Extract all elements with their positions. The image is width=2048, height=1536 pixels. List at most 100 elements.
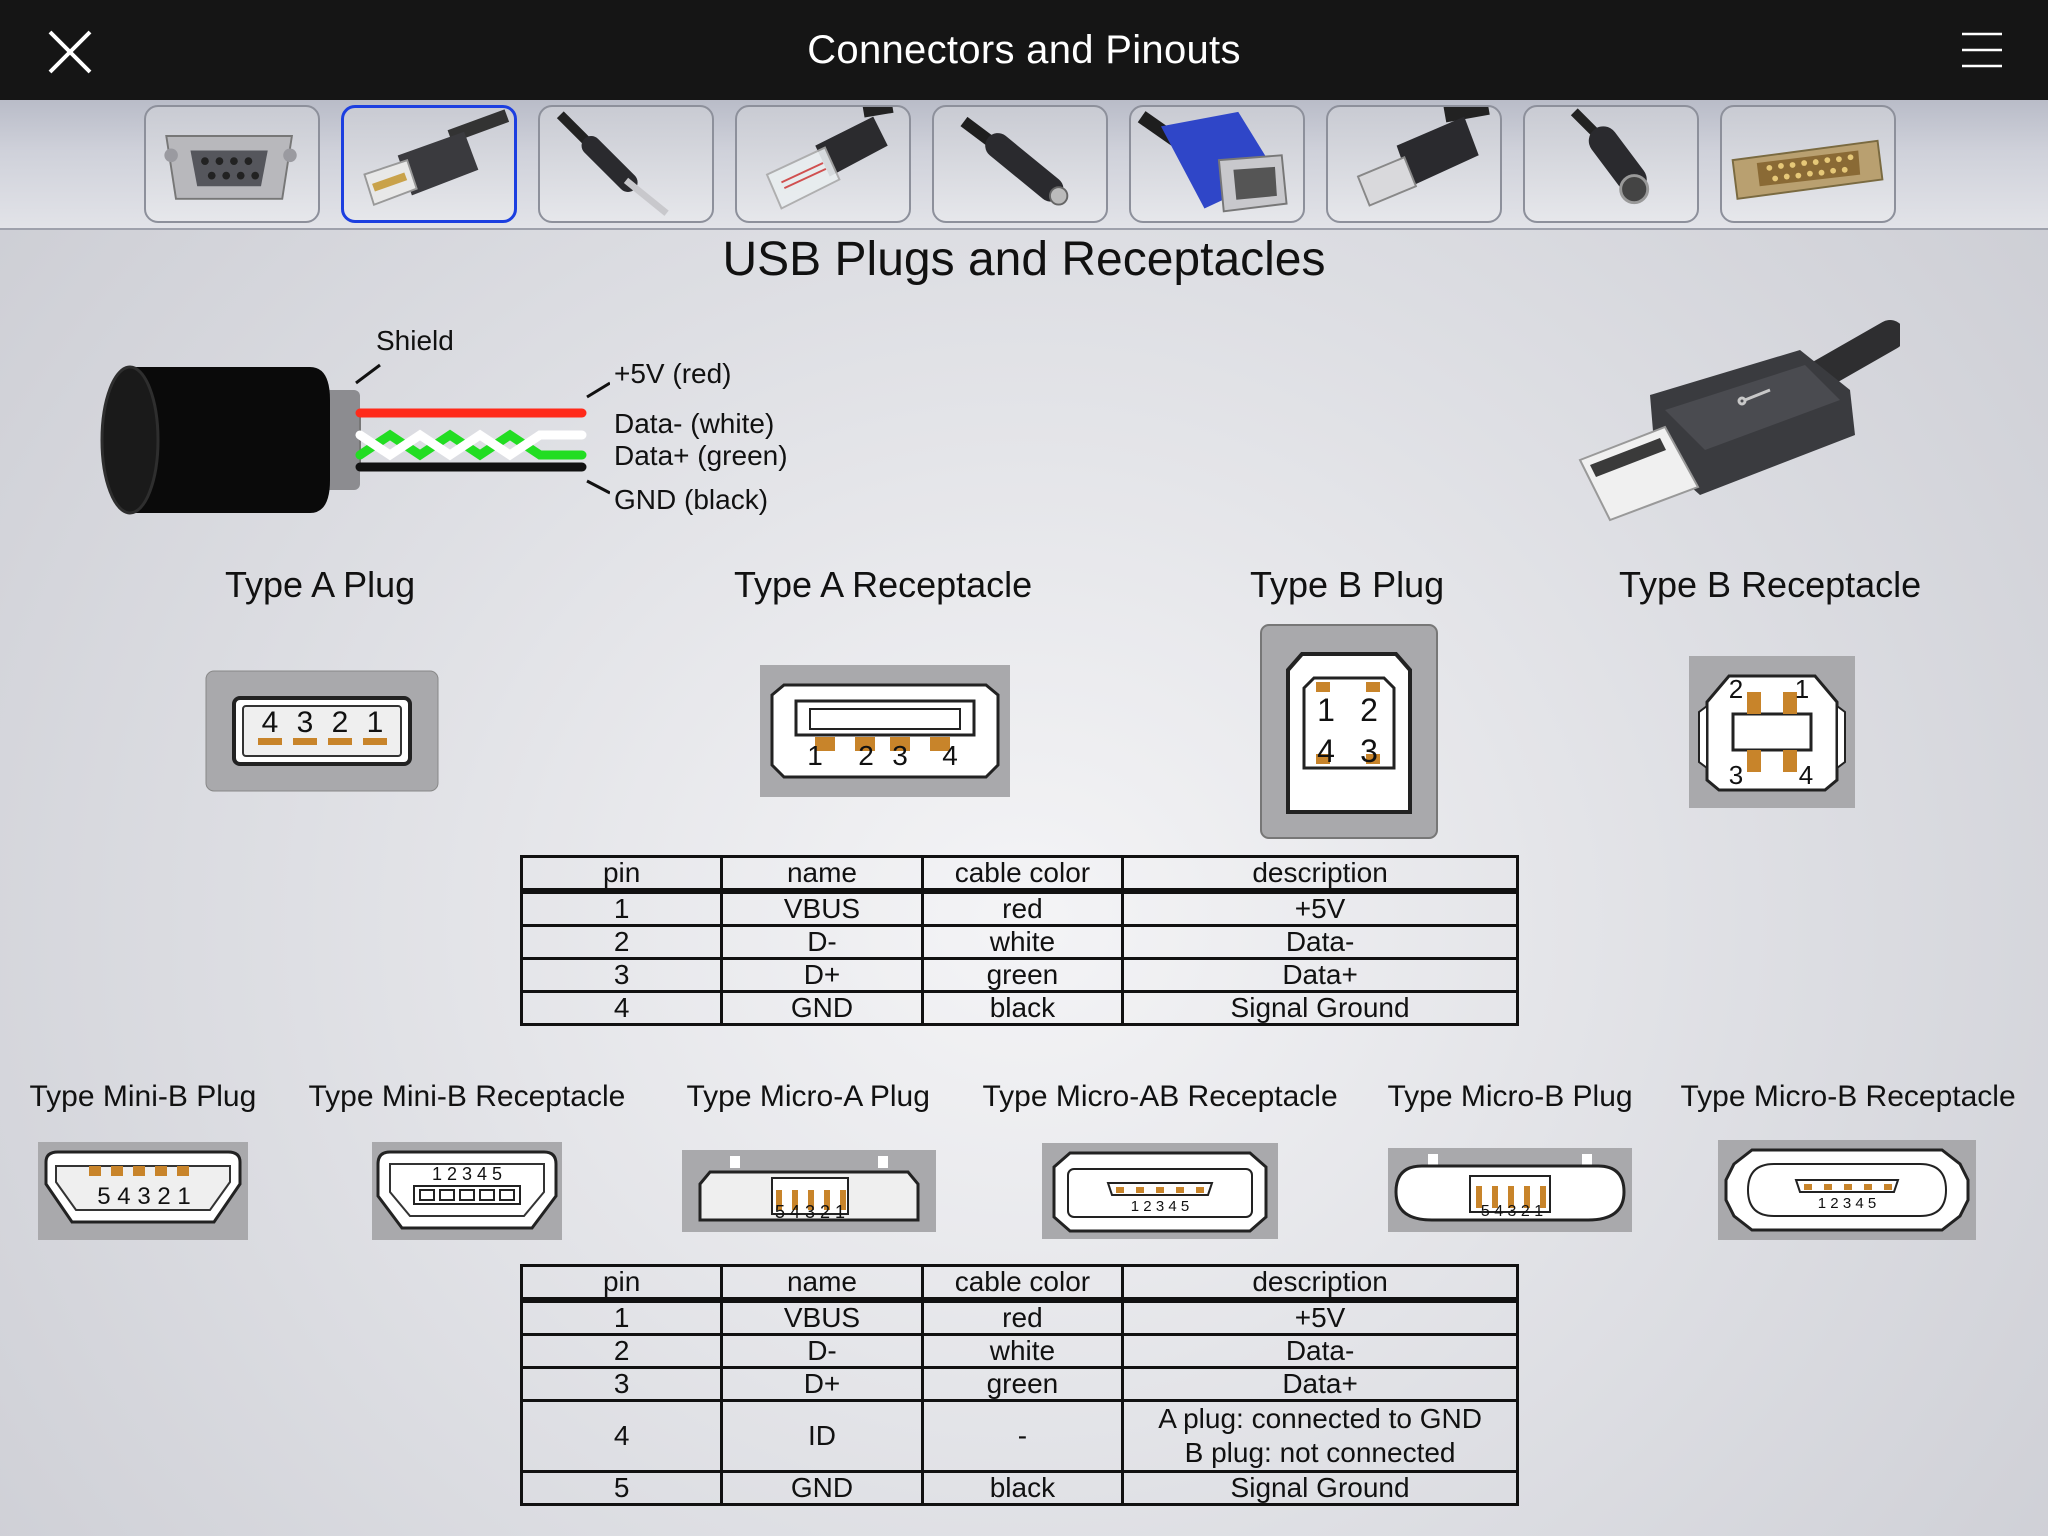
- type-b-receptacle-label: Type B Receptacle: [1619, 564, 1922, 605]
- table-row: 2 D- white Data-: [519, 924, 1519, 960]
- table-cell: Data+: [1121, 957, 1519, 993]
- table-cell: 1: [519, 1298, 724, 1336]
- pin-numbers: 5 4 3 2 1: [1481, 1203, 1543, 1220]
- pin-label: 2: [858, 740, 874, 771]
- tab-db25-parallel[interactable]: [1720, 105, 1896, 223]
- close-button[interactable]: [44, 26, 96, 78]
- db25-connector-icon: [1731, 139, 1884, 200]
- vga-connector-icon: [1137, 111, 1288, 213]
- pin-label: 2: [332, 706, 349, 739]
- description-line: B plug: not connected: [1184, 1437, 1456, 1468]
- table-cell: -: [920, 1399, 1125, 1473]
- table-cell: D-: [720, 1333, 924, 1369]
- type-a-plug-label: Type A Plug: [225, 564, 416, 605]
- type-b-plug-diagram: 1 2 4 3: [1260, 624, 1438, 839]
- dc-power-plug-icon: [960, 116, 1069, 206]
- pin-label: 1: [1795, 674, 1809, 704]
- table-cell: red: [920, 1298, 1125, 1336]
- top-bar: Connectors and Pinouts: [0, 0, 2048, 100]
- s-video-connector-icon: [1570, 108, 1650, 205]
- table-cell: Signal Ground: [1121, 990, 1519, 1026]
- type-a-receptacle-diagram: 1 2 3 4: [760, 665, 1010, 797]
- table-cell: black: [920, 990, 1125, 1026]
- table-cell: 1: [519, 889, 724, 927]
- pin-numbers: 5 4 3 2 1: [775, 1202, 845, 1222]
- usb-cable-diagram: [100, 363, 610, 515]
- app-title: Connectors and Pinouts: [807, 28, 1241, 72]
- table-cell: +5V: [1121, 1298, 1519, 1336]
- mini-b-plug-diagram: 5 4 3 2 1: [38, 1142, 248, 1240]
- type-b-receptacle-diagram: 2 1 3 4: [1689, 656, 1855, 808]
- micro-ab-receptacle-label: Type Micro-AB Receptacle: [982, 1080, 1338, 1113]
- tab-ethernet[interactable]: [735, 105, 911, 223]
- tab-dc-power[interactable]: [932, 105, 1108, 223]
- micro-b-receptacle-diagram: 1 2 3 4 5: [1718, 1140, 1976, 1240]
- tab-vga[interactable]: [1129, 105, 1305, 223]
- tab-audio-jack[interactable]: [538, 105, 714, 223]
- table-cell: 3: [519, 1366, 724, 1402]
- description-line: A plug: connected to GND: [1158, 1403, 1482, 1434]
- tab-db9-serial[interactable]: [144, 105, 320, 223]
- pin-label: 4: [262, 706, 279, 739]
- table-cell: ID: [720, 1399, 924, 1473]
- table-cell: D+: [720, 1366, 924, 1402]
- table-row: 5 GND black Signal Ground: [519, 1470, 1519, 1506]
- usb-plug-image: [1578, 320, 1900, 522]
- column-header: name: [720, 855, 924, 894]
- table-cell: Data+: [1121, 1366, 1519, 1402]
- micro-b-plug-label: Type Micro-B Plug: [1387, 1080, 1633, 1113]
- table-cell: white: [920, 924, 1125, 960]
- pin-numbers: 1 2 3 4 5: [1818, 1195, 1876, 1212]
- column-header: description: [1121, 1264, 1519, 1303]
- table-cell: 4: [519, 990, 724, 1026]
- table-cell: 5: [519, 1470, 724, 1506]
- audio-jack-icon: [556, 111, 669, 216]
- mini-b-receptacle-diagram: 1 2 3 4 5: [372, 1142, 562, 1240]
- pin-label: 3: [892, 740, 908, 771]
- table-row: 3 D+ green Data+: [519, 1366, 1519, 1402]
- micro-a-plug-diagram: 5 4 3 2 1: [682, 1150, 936, 1232]
- table-row: 1 VBUS red +5V: [519, 1298, 1519, 1336]
- table-cell: 2: [519, 924, 724, 960]
- micro-ab-receptacle-diagram: 1 2 3 4 5: [1042, 1143, 1278, 1239]
- column-header: pin: [519, 855, 724, 894]
- pin-label: 3: [297, 706, 314, 739]
- type-a-receptacle-label: Type A Receptacle: [734, 564, 1033, 605]
- table-cell: D+: [720, 957, 924, 993]
- table-cell: VBUS: [720, 889, 924, 927]
- pin-label: 1: [807, 740, 823, 771]
- type-b-plug-label: Type B Plug: [1250, 564, 1445, 605]
- pin-label: 3: [1729, 760, 1743, 790]
- table-row: 2 D- white Data-: [519, 1333, 1519, 1369]
- table-cell: 4: [519, 1399, 724, 1473]
- tab-hdmi[interactable]: [1326, 105, 1502, 223]
- pin-label: 4: [942, 740, 958, 771]
- ethernet-plug-icon: [765, 107, 894, 210]
- table-cell: GND: [720, 990, 924, 1026]
- table-cell: Signal Ground: [1121, 1470, 1519, 1506]
- hdmi-connector-icon: [1356, 107, 1490, 207]
- column-header: cable color: [920, 1264, 1125, 1303]
- pin-label: 1: [367, 706, 384, 739]
- pin-label: 4: [1317, 733, 1335, 769]
- table-cell: +5V: [1121, 889, 1519, 927]
- table-cell-multiline: A plug: connected to GND B plug: not con…: [1121, 1399, 1519, 1473]
- standard-usb-pinout-table: pin name cable color description 1 VBUS …: [519, 855, 1519, 1026]
- connector-tab-strip: [0, 100, 2048, 230]
- table-cell: D-: [720, 924, 924, 960]
- pin-label: 4: [1799, 760, 1813, 790]
- tab-s-video[interactable]: [1523, 105, 1699, 223]
- tab-usb[interactable]: [341, 105, 517, 223]
- table-row: 4 ID - A plug: connected to GND B plug: …: [519, 1399, 1519, 1473]
- menu-button[interactable]: [1960, 30, 2004, 70]
- mini-micro-usb-pinout-table: pin name cable color description 1 VBUS …: [519, 1264, 1519, 1506]
- data-minus-wire-label: Data- (white): [614, 408, 775, 439]
- hamburger-menu-icon: [1962, 32, 2002, 68]
- table-cell: GND: [720, 1470, 924, 1506]
- table-row: 4 GND black Signal Ground: [519, 990, 1519, 1026]
- table-cell: 2: [519, 1333, 724, 1369]
- table-cell: VBUS: [720, 1298, 924, 1336]
- table-cell: 3: [519, 957, 724, 993]
- vbus-wire-label: +5V (red): [614, 358, 732, 389]
- table-row: 1 VBUS red +5V: [519, 889, 1519, 927]
